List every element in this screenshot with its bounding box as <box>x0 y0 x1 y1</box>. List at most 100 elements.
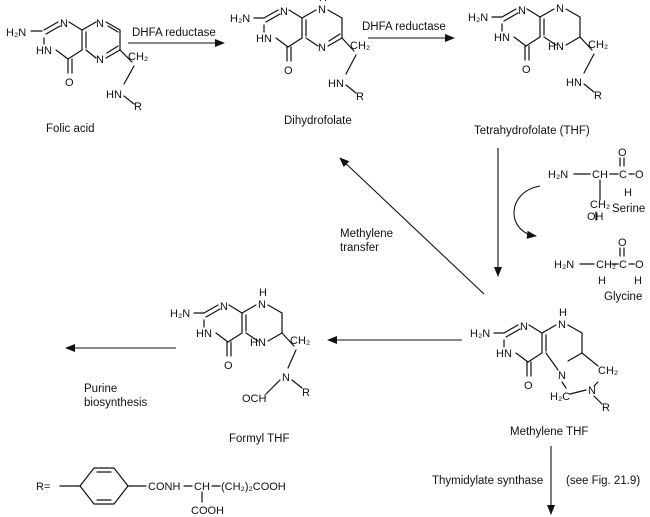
atom-n: N <box>220 301 228 313</box>
bond <box>288 9 303 19</box>
atom-n: N <box>280 6 288 18</box>
bond <box>291 379 303 389</box>
bond <box>215 332 229 343</box>
atom-hn: HN <box>256 33 272 45</box>
label-glycine: Glycine <box>604 291 642 303</box>
bond <box>123 65 135 85</box>
bond <box>265 379 281 395</box>
bond <box>528 324 543 334</box>
bond <box>539 8 555 18</box>
atom-h2n: H₂N <box>548 169 568 181</box>
bond <box>45 25 61 35</box>
bond <box>106 45 119 54</box>
bond <box>545 352 559 371</box>
atom-n: N <box>588 385 596 397</box>
bond <box>503 12 519 22</box>
label-dhfa-reductase-1: DHFA reductase <box>132 27 216 39</box>
bond <box>515 352 529 363</box>
atom-hn: HN <box>36 45 52 57</box>
bond <box>228 304 243 314</box>
bond <box>569 389 587 395</box>
atom-ch2-chain: (CH₂)₂COOH <box>221 481 286 493</box>
atom-c: C <box>619 259 627 271</box>
atom-n: N <box>258 299 266 311</box>
atom-r: R <box>302 387 310 399</box>
bond <box>305 37 319 47</box>
atom-hn: HN <box>328 78 344 90</box>
bond <box>501 8 517 18</box>
label-dihydrofolate: Dihydrofolate <box>284 115 352 127</box>
bond <box>265 13 281 23</box>
bond <box>55 49 69 60</box>
bond <box>327 9 343 19</box>
bond <box>345 54 357 75</box>
bond <box>543 36 557 46</box>
atom-n: N <box>520 321 528 333</box>
atom-h2n: H₂N <box>170 308 190 320</box>
bond <box>341 37 355 52</box>
atom-hn: HN <box>494 32 510 44</box>
atom-cooh: COOH <box>191 505 224 517</box>
atom-h: H <box>548 41 556 53</box>
atom-n: N <box>318 42 326 54</box>
bond <box>565 8 581 18</box>
atom-och: OCH <box>242 393 267 405</box>
atom-r: R <box>594 90 602 102</box>
label-purine-2: biosynthesis <box>84 397 148 409</box>
bond <box>281 332 295 347</box>
bond <box>227 332 243 343</box>
atom-o: O <box>65 77 74 89</box>
bond <box>581 352 599 367</box>
bond <box>328 33 341 42</box>
bond <box>345 84 357 94</box>
bond <box>583 83 595 93</box>
bond <box>123 95 135 105</box>
atom-r: R <box>602 402 610 414</box>
atom-h2n: H₂N <box>230 13 250 25</box>
formyl-thf-structure: H₂N N HN O N H H N CH₂ N OCH R <box>170 287 310 405</box>
folic-acid-structure: H₂N N HN O N N CH₂ HN R <box>6 18 148 113</box>
label-serine: Serine <box>612 203 645 215</box>
atom-n: N <box>558 370 566 382</box>
atom-n: N <box>96 54 104 66</box>
atom-o: O <box>618 147 627 159</box>
bond <box>275 37 289 48</box>
bond <box>119 49 133 63</box>
bond <box>526 8 541 18</box>
bond <box>263 9 279 19</box>
bond <box>593 395 603 405</box>
label-tetrahydrofolate: Tetrahydrofolate (THF) <box>474 125 590 137</box>
atom-h2n: H₂N <box>470 328 490 340</box>
label-dhfa-reductase-2: DHFA reductase <box>362 21 446 33</box>
atom-r: R <box>356 91 364 103</box>
bond <box>567 324 583 334</box>
atom-hn: HN <box>106 89 122 101</box>
bond <box>107 25 119 33</box>
atom-o: O <box>635 259 644 271</box>
label-methylene-transfer-1: Methylene <box>340 228 393 240</box>
atom-ch: CH <box>592 169 608 181</box>
serine-structure: H₂N CH C O O H CH₂ OH <box>548 147 644 223</box>
bond <box>301 9 317 19</box>
atom-n: N <box>556 41 564 53</box>
atom-hn: HN <box>496 348 512 360</box>
bond <box>583 53 595 74</box>
bond <box>203 304 219 314</box>
bond <box>81 21 97 31</box>
bond <box>205 308 221 318</box>
atom-o: O <box>224 360 233 372</box>
atom-h: H <box>319 0 327 4</box>
atom-oh: OH <box>587 211 604 223</box>
atom-h2c: H₂C <box>550 391 570 403</box>
atom-hn: HN <box>566 77 582 89</box>
bond <box>513 36 527 47</box>
atom-ch2: CH₂ <box>590 199 610 211</box>
atom-n: N <box>558 319 566 331</box>
atom-n: N <box>318 4 326 16</box>
atom-n: N <box>96 18 104 30</box>
bond <box>68 21 83 31</box>
methylene-thf-structure: H₂N N HN O N H N CH₂ H₂C N R <box>470 307 618 414</box>
bond <box>579 36 593 51</box>
